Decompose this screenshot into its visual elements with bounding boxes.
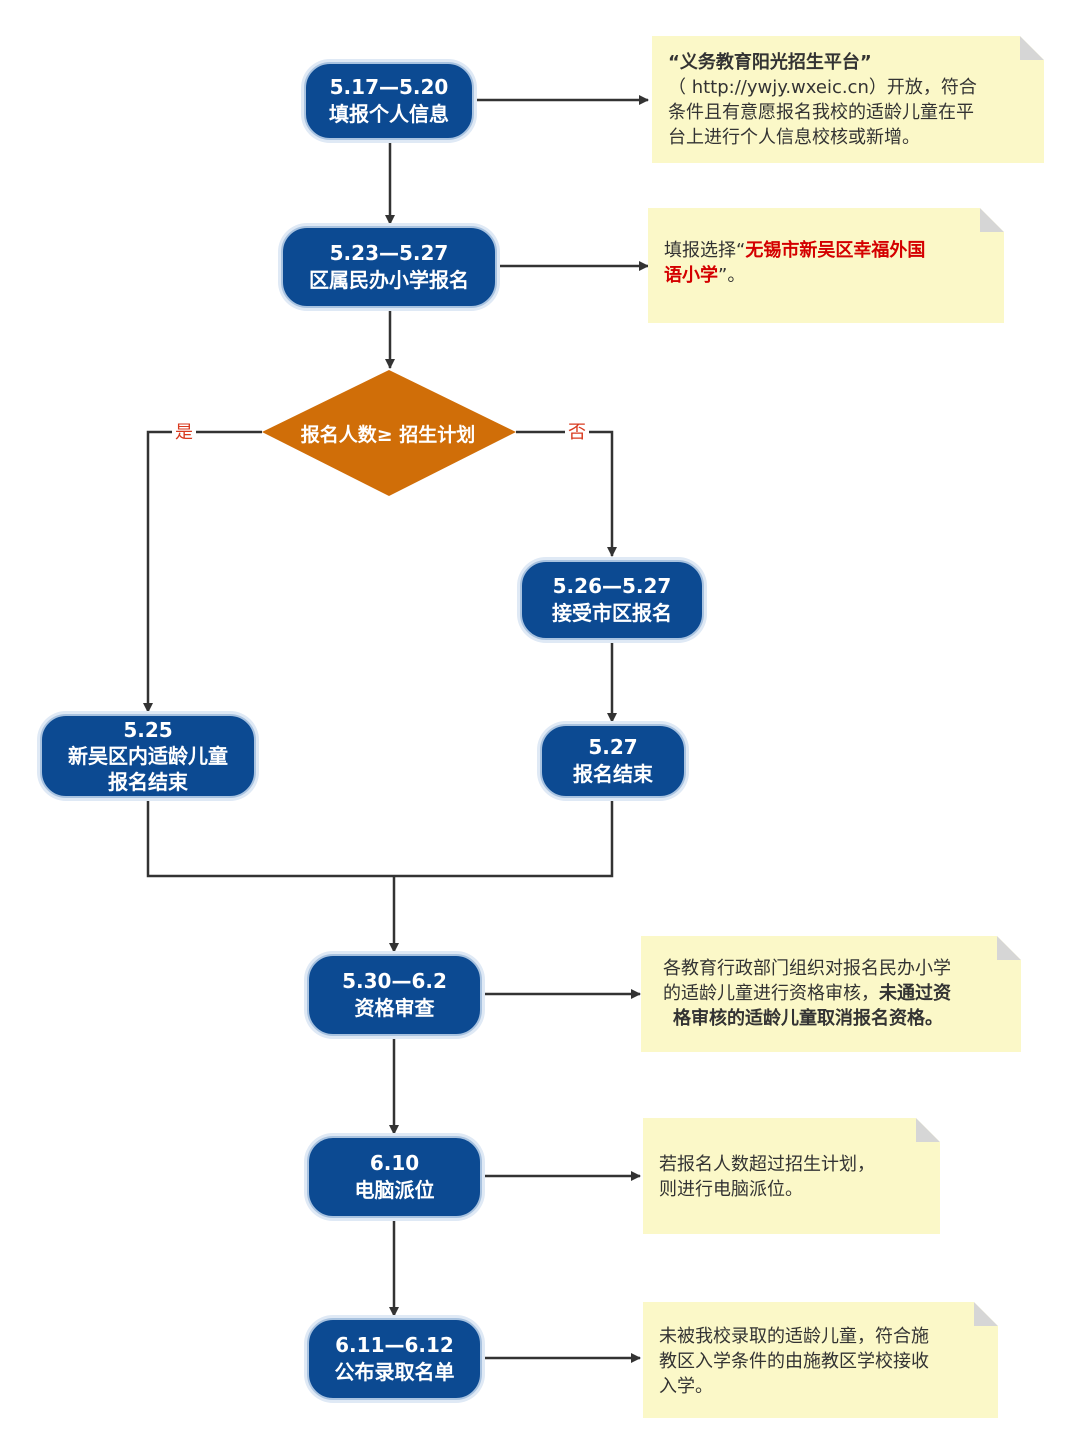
step-label: 新吴区内适龄儿童 xyxy=(68,744,228,768)
note-line: 语小学”。 xyxy=(664,263,988,288)
step-publish-admission-list: 6.11—6.12 公布录取名单 xyxy=(307,1318,482,1400)
note-text: 的适龄儿童进行资格审核， xyxy=(663,983,879,1004)
note-select-school: 填报选择“无锡市新吴区幸福外国 语小学”。 xyxy=(648,208,1004,323)
step-label: 公布录取名单 xyxy=(334,1360,455,1384)
step-date: 6.11—6.12 xyxy=(335,1333,454,1357)
step-label: 填报个人信息 xyxy=(329,102,449,126)
branch-yes-label: 是 xyxy=(172,422,196,444)
step-date: 5.30—6.2 xyxy=(342,969,447,993)
note-line: 则进行电脑派位。 xyxy=(659,1179,803,1200)
note-emphasis: 格审核的适龄儿童取消报名资格。 xyxy=(673,1008,943,1029)
decision-diamond xyxy=(262,370,516,496)
note-line: 若报名人数超过招生计划， xyxy=(659,1154,875,1175)
step-date: 5.26—5.27 xyxy=(552,574,672,598)
decision-label: 报名人数≥ 招生计划 xyxy=(300,423,476,446)
step-label: 区属民办小学报名 xyxy=(309,268,469,292)
note-emphasis: 未通过资 xyxy=(879,983,951,1004)
note-platform-open: “义务教育阳光招生平台” （ http://ywjy.wxeic.cn）开放，符… xyxy=(652,36,1044,163)
step-computer-lottery: 6.10 电脑派位 xyxy=(307,1136,482,1218)
step-date: 5.27 xyxy=(588,735,638,759)
note-line: （ http://ywjy.wxeic.cn）开放，符合 xyxy=(668,77,977,98)
branch-no-label: 否 xyxy=(565,422,589,444)
note-line: 填报选择“无锡市新吴区幸福外国 xyxy=(664,238,988,263)
step-registration-end: 5.27 报名结束 xyxy=(540,724,686,798)
step-date: 5.17—5.20 xyxy=(329,75,449,99)
step-qualification-review: 5.30—6.2 资格审查 xyxy=(307,954,482,1036)
note-line: 未被我校录取的适龄儿童，符合施 xyxy=(659,1326,929,1347)
note-line: 入学。 xyxy=(659,1376,713,1397)
note-computer-lottery: 若报名人数超过招生计划， 则进行电脑派位。 xyxy=(643,1118,940,1234)
step-label: 资格审查 xyxy=(354,996,435,1020)
step-district-registration-end: 5.25 新吴区内适龄儿童 报名结束 xyxy=(40,714,256,798)
school-name: 语小学 xyxy=(664,265,718,286)
note-not-admitted: 未被我校录取的适龄儿童，符合施 教区入学条件的由施教区学校接收 入学。 xyxy=(643,1302,998,1418)
school-name: 无锡市新吴区幸福外国 xyxy=(745,240,926,261)
step-date: 6.10 xyxy=(369,1151,420,1175)
step-city-registration: 5.26—5.27 接受市区报名 xyxy=(520,560,704,640)
note-line: “义务教育阳光招生平台” xyxy=(668,52,872,73)
step-date: 5.25 xyxy=(123,718,173,742)
note-line: 各教育行政部门组织对报名民办小学 xyxy=(663,958,951,979)
note-text: 填报选择“ xyxy=(664,240,746,261)
step-date: 5.23—5.27 xyxy=(329,241,449,265)
step-label: 报名结束 xyxy=(108,770,188,794)
step-label: 报名结束 xyxy=(573,762,653,786)
step-fill-info: 5.17—5.20 填报个人信息 xyxy=(304,62,474,140)
step-registration: 5.23—5.27 区属民办小学报名 xyxy=(281,226,497,308)
note-line: 条件且有意愿报名我校的适龄儿童在平 xyxy=(668,102,974,123)
step-label: 接受市区报名 xyxy=(552,601,672,625)
note-line: 的适龄儿童进行资格审核，未通过资 xyxy=(663,981,1005,1006)
note-line: 教区入学条件的由施教区学校接收 xyxy=(659,1351,929,1372)
note-line: 台上进行个人信息校核或新增。 xyxy=(668,127,920,148)
note-qualification-review: 各教育行政部门组织对报名民办小学 的适龄儿童进行资格审核，未通过资 格审核的适龄… xyxy=(641,936,1021,1052)
note-text: ”。 xyxy=(718,265,746,286)
step-label: 电脑派位 xyxy=(354,1178,435,1202)
